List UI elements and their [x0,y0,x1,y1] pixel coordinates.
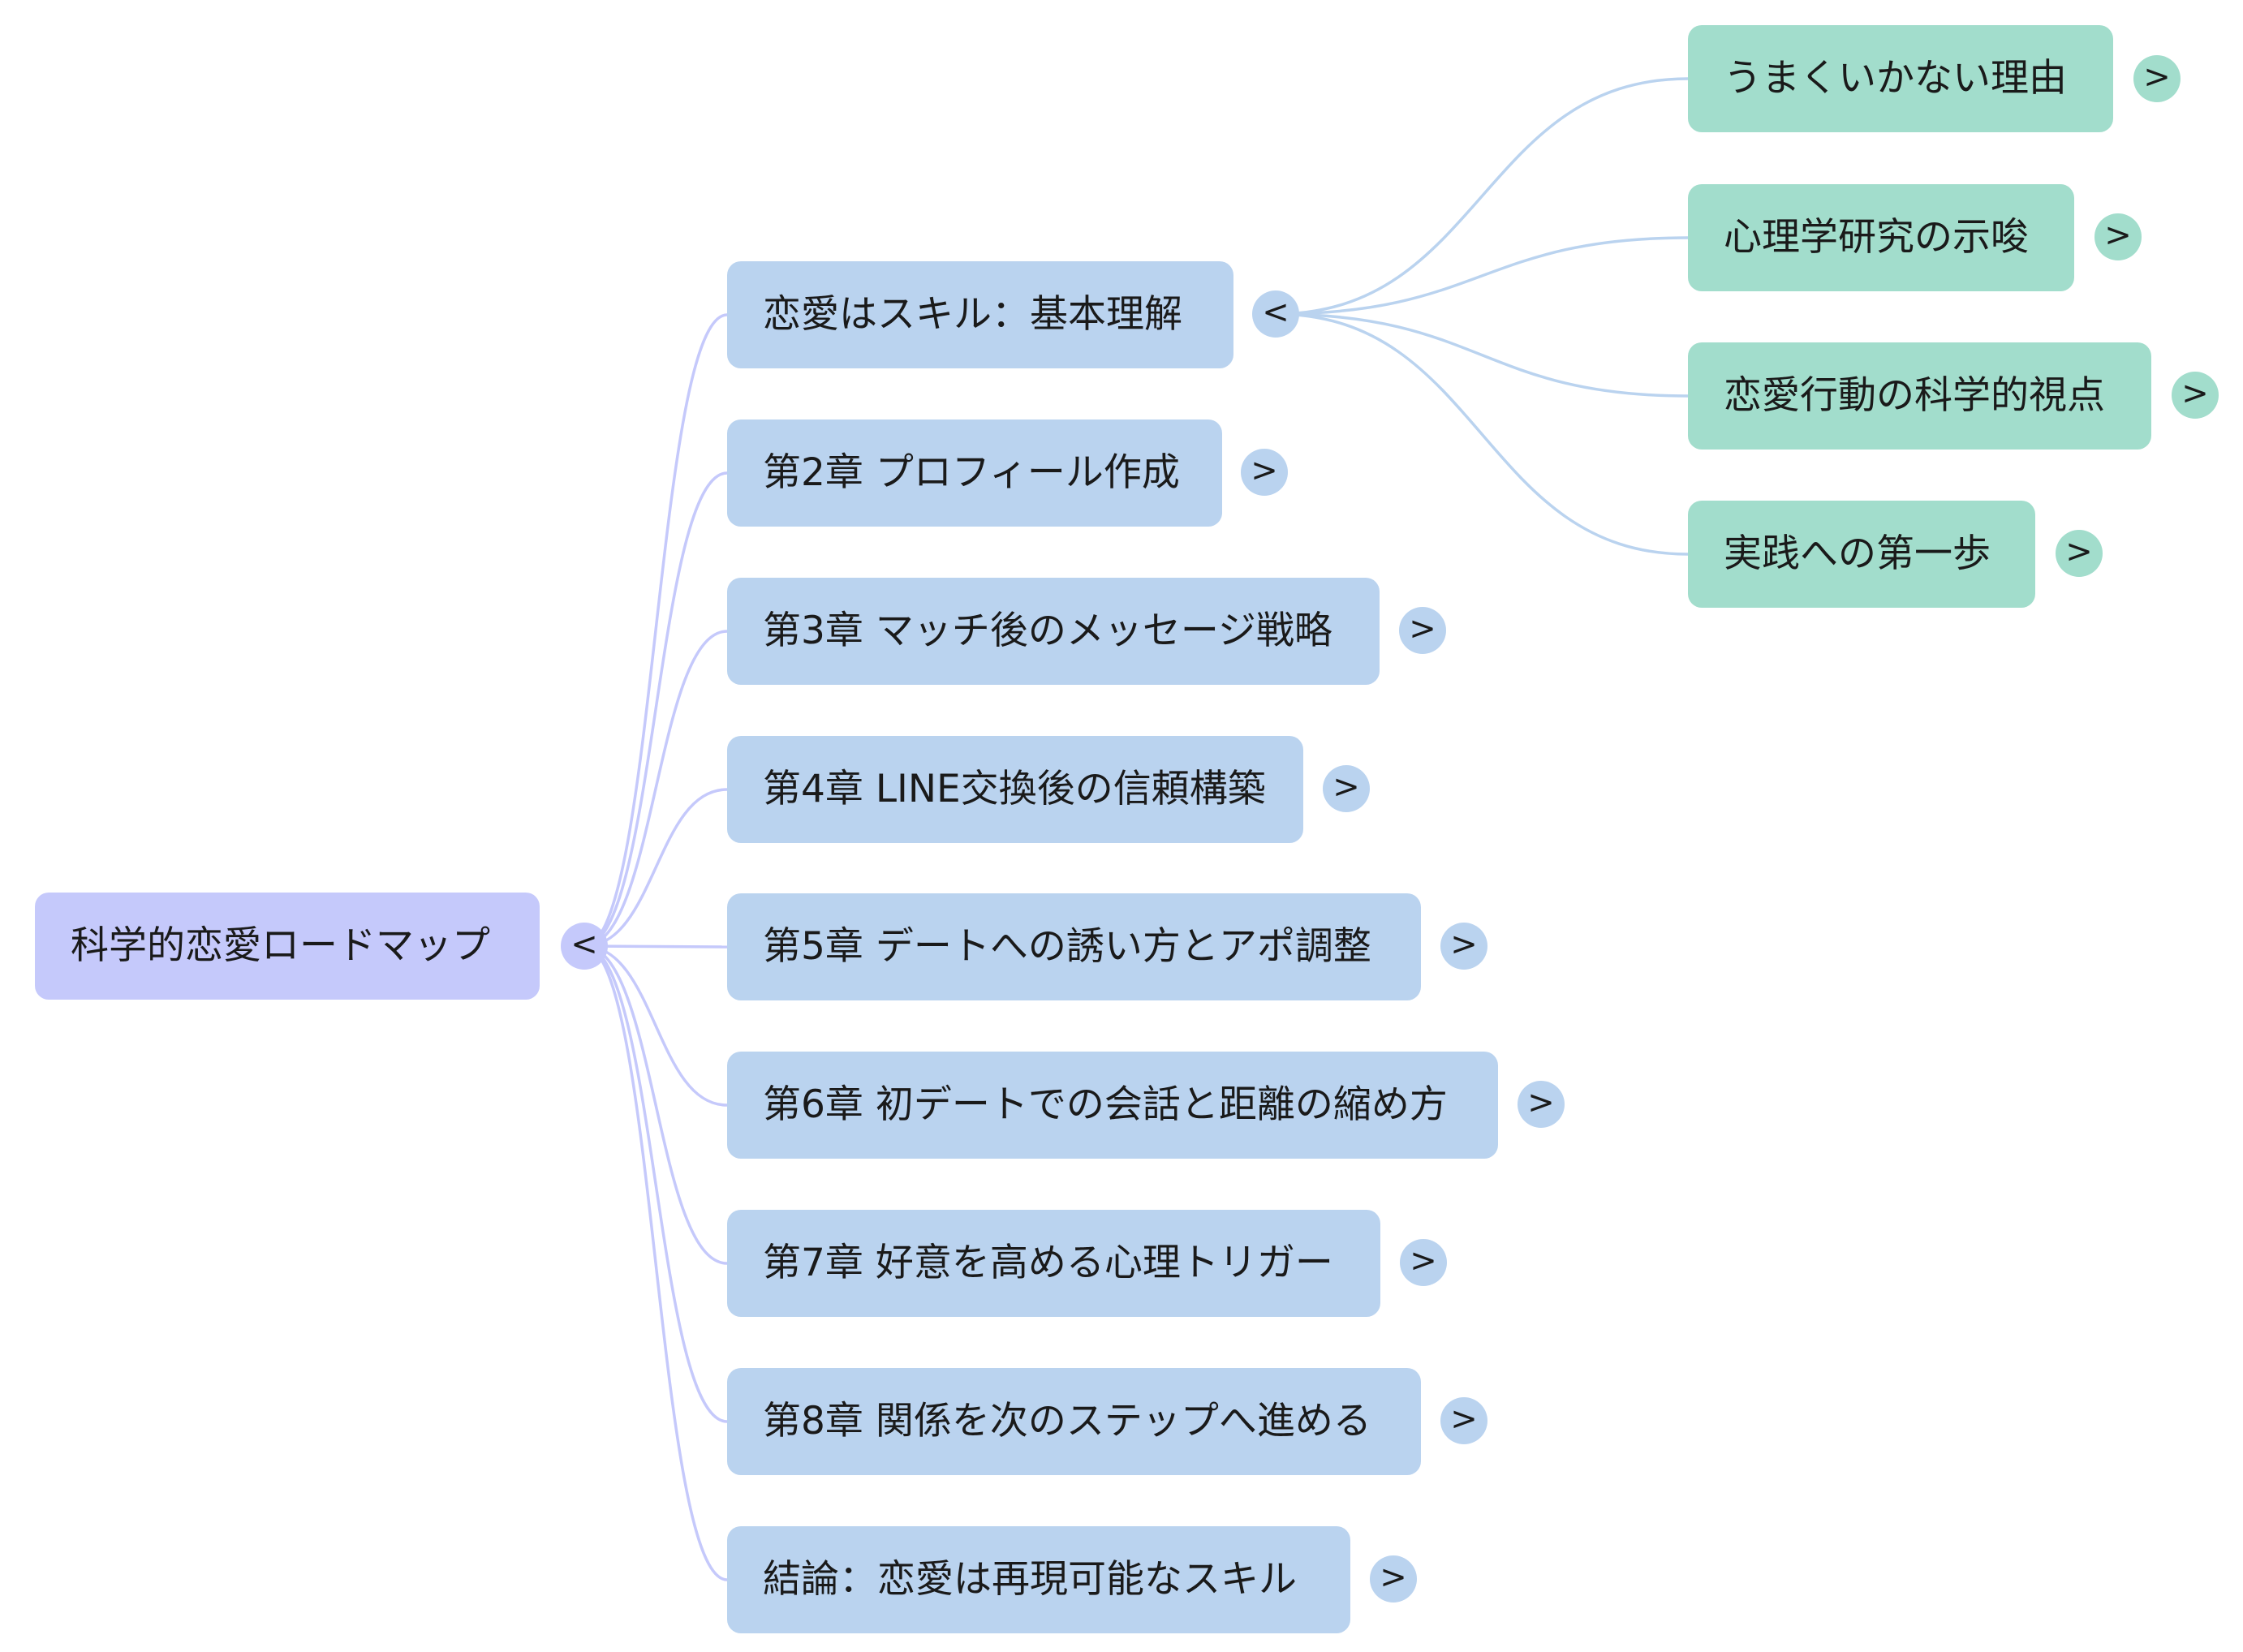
chapter-to-subtopic-connector [1275,77,1689,316]
subtopic-4-expand-toggle[interactable]: > [2056,530,2103,577]
chapter-node-label: 第7章 好意を高める心理トリガー [763,1241,1333,1285]
subtopic-node-4[interactable]: 実践への第一歩 [1688,501,2035,608]
chapter-to-subtopic-connector [1275,312,1689,556]
root-to-chapter-connector [583,788,728,948]
chapter-node-2[interactable]: 第2章 プロフィール作成 [727,419,1222,527]
chapter-node-6[interactable]: 第6章 初デートでの会話と距離の縮め方 [727,1052,1498,1159]
conclusion-node[interactable]: 結論：恋愛は再現可能なスキル [727,1526,1350,1633]
chapter-node-7[interactable]: 第7章 好意を高める心理トリガー [727,1210,1380,1317]
chapter-node-3[interactable]: 第3章 マッチ後のメッセージ戦略 [727,578,1380,685]
chapter-4-expand-toggle[interactable]: > [1323,765,1370,812]
root-node[interactable]: 科学的恋愛ロードマップ [35,893,540,1000]
chapter-6-expand-toggle[interactable]: > [1518,1081,1565,1128]
chapter-node-label: 第3章 マッチ後のメッセージ戦略 [763,609,1332,653]
root-to-chapter-connector [583,944,728,1423]
subtopic-node-label: 実践への第一歩 [1724,531,1991,576]
chapter-node-label: 第4章 LINE交換後の信頼構築 [763,767,1266,811]
root-node-label: 科学的恋愛ロードマップ [71,923,490,968]
chapter-node-label: 第6章 初デートでの会話と距離の縮め方 [763,1082,1448,1127]
chapter-3-expand-toggle[interactable]: > [1399,607,1446,654]
chapter-5-expand-toggle[interactable]: > [1440,923,1487,970]
chapter-2-expand-toggle[interactable]: > [1241,449,1288,496]
root-to-chapter-connector [583,313,728,948]
chapter-node-8[interactable]: 第8章 関係を次のステップへ進める [727,1368,1421,1475]
root-collapse-toggle[interactable]: < [561,923,608,970]
chapter-8-expand-toggle[interactable]: > [1440,1397,1487,1444]
chapter-node-1[interactable]: 恋愛はスキル：基本理解 [727,261,1233,368]
subtopic-node-label: 恋愛行動の科学的視点 [1724,373,2105,418]
chapter-node-label: 第8章 関係を次のステップへ進める [763,1399,1371,1443]
root-to-chapter-connector [583,944,728,1581]
root-to-chapter-connector [583,944,728,1107]
subtopic-node-label: うまくいかない理由 [1724,56,2067,101]
chapter-7-expand-toggle[interactable]: > [1400,1239,1447,1286]
subtopic-2-expand-toggle[interactable]: > [2094,213,2142,260]
chapter-to-subtopic-connector [1275,236,1689,316]
root-to-chapter-connector [583,471,728,948]
chapter-to-subtopic-connector [1275,312,1689,398]
chapter-node-label: 恋愛はスキル：基本理解 [763,292,1182,337]
subtopic-node-1[interactable]: うまくいかない理由 [1688,25,2113,132]
subtopic-3-expand-toggle[interactable]: > [2172,372,2219,419]
root-to-chapter-connector [583,630,728,948]
chapter-1-collapse-toggle[interactable]: < [1252,290,1299,338]
chapter-node-label: 第2章 プロフィール作成 [763,450,1180,495]
chapter-node-4[interactable]: 第4章 LINE交換後の信頼構築 [727,736,1303,843]
subtopic-node-label: 心理学研究の示唆 [1724,215,2029,260]
chapter-node-label: 第5章 デートへの誘い方とアポ調整 [763,924,1371,969]
root-to-chapter-connector [583,944,728,1265]
subtopic-node-3[interactable]: 恋愛行動の科学的視点 [1688,342,2151,450]
chapter-node-5[interactable]: 第5章 デートへの誘い方とアポ調整 [727,893,1421,1000]
subtopic-node-2[interactable]: 心理学研究の示唆 [1688,184,2074,291]
subtopic-1-expand-toggle[interactable]: > [2133,55,2181,102]
conclusion-expand-toggle[interactable]: > [1370,1555,1417,1603]
chapter-node-label: 結論：恋愛は再現可能なスキル [763,1557,1297,1602]
